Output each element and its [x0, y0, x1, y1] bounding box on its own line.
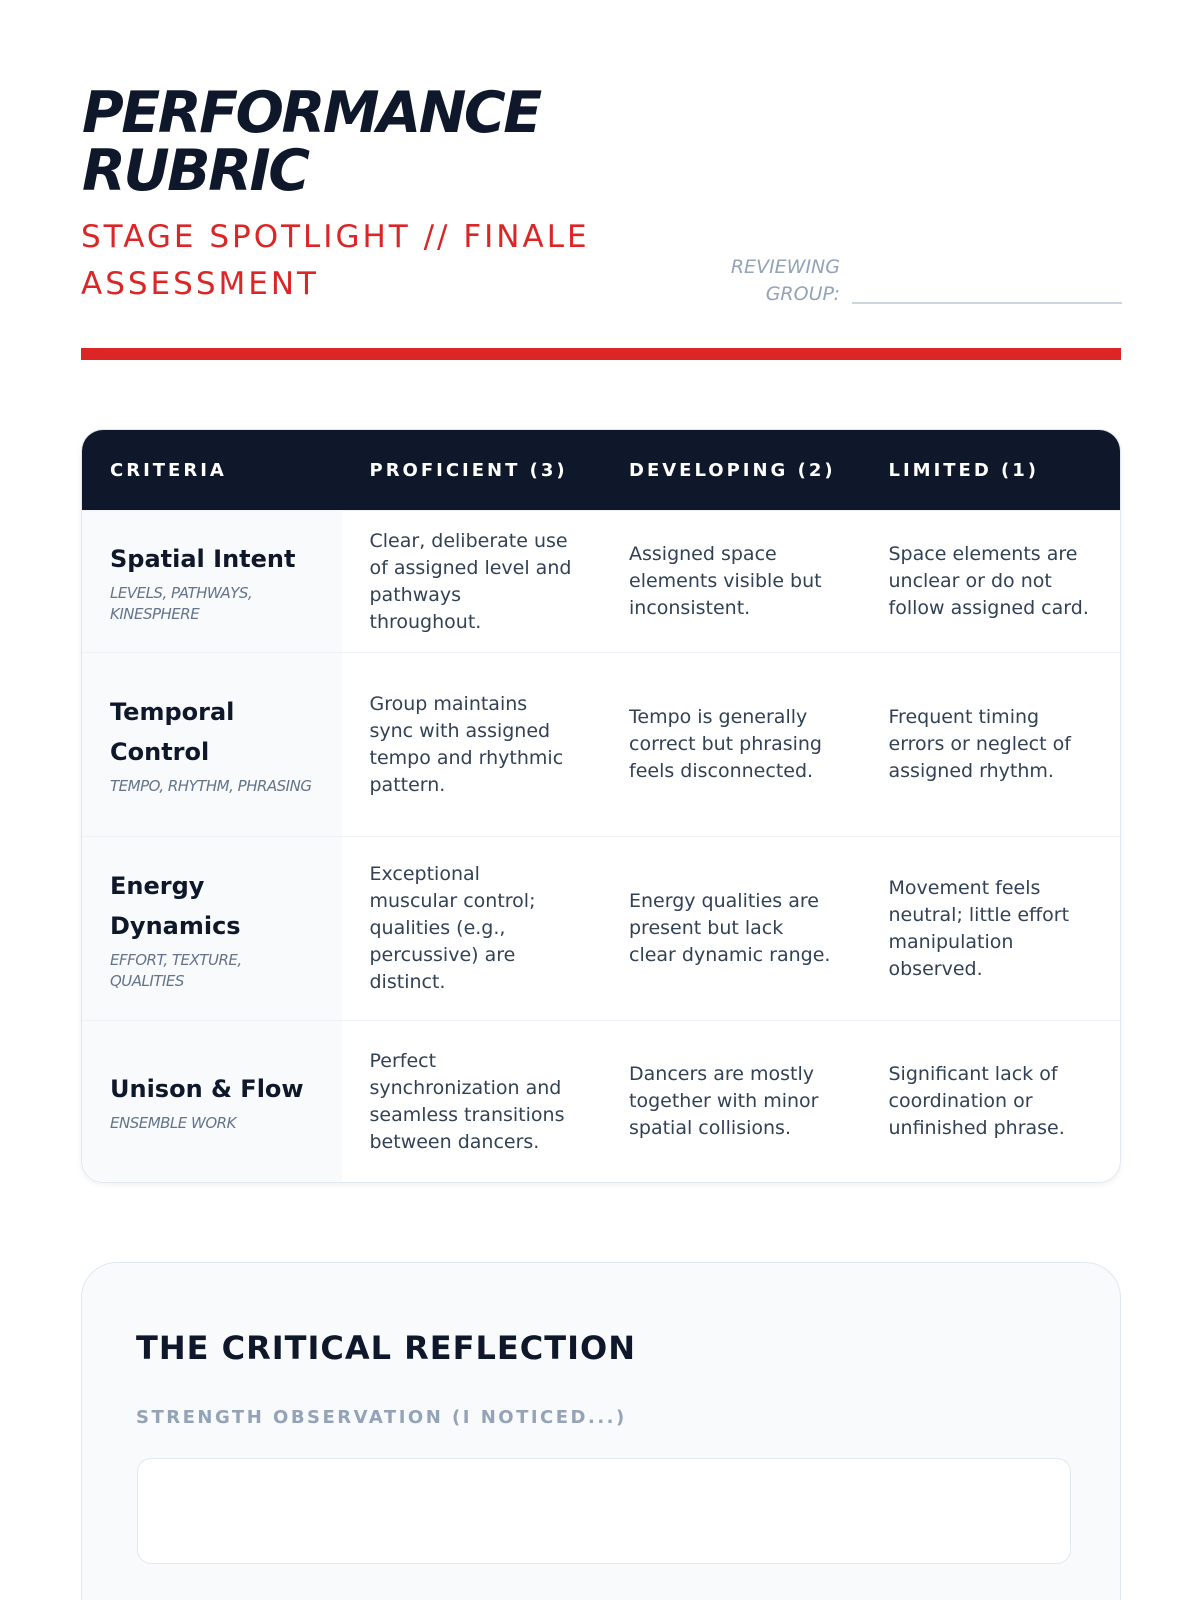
criteria-subtitle: EFFORT, TEXTURE, QUALITIES	[110, 950, 242, 990]
criteria-cell: Spatial Intent LEVELS, PATHWAYS, KINESPH…	[82, 511, 342, 652]
proficient-cell: Clear, deliberate use of assigned level …	[369, 529, 572, 633]
criteria-cell: Unison & Flow ENSEMBLE WORK	[82, 1021, 342, 1182]
title-line-1: PERFORMANCE	[82, 80, 542, 146]
criteria-name: Spatial Intent	[110, 544, 296, 573]
header-criteria: CRITERIA	[110, 459, 227, 481]
criteria-cell: Temporal Control TEMPO, RHYTHM, PHRASING	[82, 653, 342, 836]
developing-cell: Tempo is generally correct but phrasing …	[629, 706, 822, 782]
criteria-cell: Energy Dynamics EFFORT, TEXTURE, QUALITI…	[82, 837, 342, 1020]
limited-cell: Frequent timing errors or neglect of ass…	[888, 706, 1071, 782]
criteria-subtitle: ENSEMBLE WORK	[110, 1114, 236, 1132]
header-developing: DEVELOPING (2)	[629, 459, 836, 481]
criteria-name: Temporal Control	[110, 698, 235, 766]
criteria-name: Unison & Flow	[110, 1075, 304, 1103]
developing-cell: Dancers are mostly together with minor s…	[629, 1063, 819, 1139]
criteria-name: Energy Dynamics	[110, 871, 241, 940]
proficient-cell: Group maintains sync with assigned tempo…	[369, 692, 564, 796]
rubric-table: CRITERIA PROFICIENT (3) DEVELOPING (2) L…	[81, 429, 1121, 1183]
reviewing-label-line-1: REVIEWING	[730, 256, 840, 278]
limited-cell: Significant lack of coordination or unfi…	[888, 1063, 1065, 1139]
page-title: PERFORMANCE RUBRIC	[82, 84, 682, 200]
table-header: CRITERIA PROFICIENT (3) DEVELOPING (2) L…	[82, 430, 1120, 510]
header-divider	[81, 348, 1121, 360]
header-proficient: PROFICIENT (3)	[369, 459, 568, 481]
limited-cell: Movement feels neutral; little effort ma…	[888, 876, 1070, 980]
title-line-2: RUBRIC	[82, 138, 310, 204]
criteria-subtitle: LEVELS, PATHWAYS, KINESPHERE	[110, 583, 253, 623]
header-limited: LIMITED (1)	[888, 459, 1040, 481]
page-subtitle: STAGE SPOTLIGHT // FINALE ASSESSMENT	[81, 219, 590, 302]
reflection-title: THE CRITICAL REFLECTION	[136, 1329, 636, 1367]
table-row: Unison & Flow ENSEMBLE WORK Perfect sync…	[82, 1020, 1120, 1182]
proficient-cell: Exceptional muscular control; qualities …	[369, 863, 536, 993]
reviewing-group-label: REVIEWING GROUP:	[700, 254, 840, 308]
reviewing-group-field: REVIEWING GROUP:	[700, 254, 1122, 308]
strength-observation-input[interactable]	[137, 1458, 1071, 1564]
reflection-card: THE CRITICAL REFLECTION STRENGTH OBSERVA…	[81, 1262, 1121, 1600]
proficient-cell: Perfect synchronization and seamless tra…	[369, 1049, 565, 1153]
reviewing-label-line-2: GROUP:	[765, 283, 840, 305]
table-row: Temporal Control TEMPO, RHYTHM, PHRASING…	[82, 652, 1120, 836]
table-row: Spatial Intent LEVELS, PATHWAYS, KINESPH…	[82, 510, 1120, 652]
strength-observation-label: STRENGTH OBSERVATION (I NOTICED...)	[136, 1407, 627, 1428]
reviewing-group-input[interactable]	[852, 284, 1122, 304]
developing-cell: Assigned space elements visible but inco…	[629, 543, 822, 619]
criteria-subtitle: TEMPO, RHYTHM, PHRASING	[110, 777, 312, 795]
table-row: Energy Dynamics EFFORT, TEXTURE, QUALITI…	[82, 836, 1120, 1020]
developing-cell: Energy qualities are present but lack cl…	[629, 890, 831, 966]
limited-cell: Space elements are unclear or do not fol…	[888, 543, 1089, 619]
